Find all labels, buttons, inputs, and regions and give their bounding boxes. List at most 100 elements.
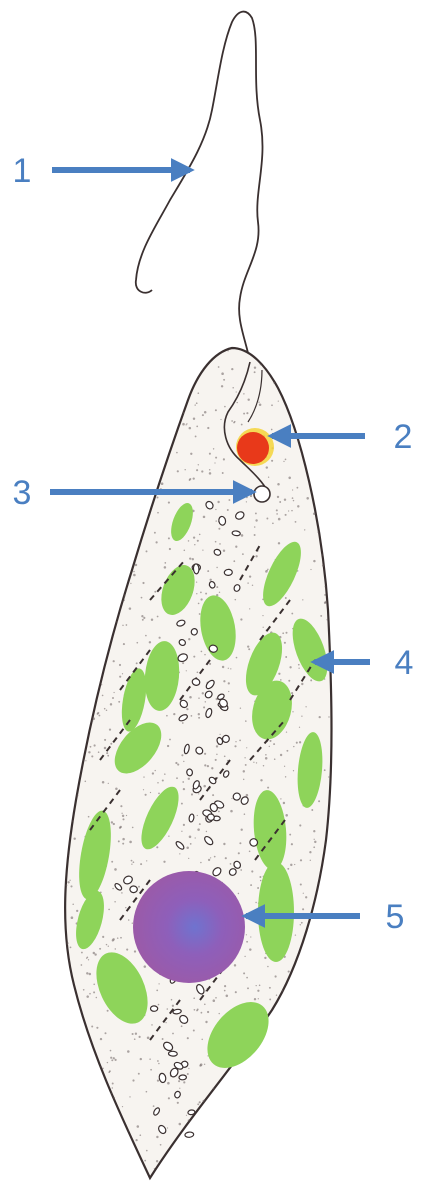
stipple-dot xyxy=(129,1096,130,1097)
stipple-dot xyxy=(235,546,237,548)
stipple-dot xyxy=(221,372,224,375)
stipple-dot xyxy=(259,404,262,407)
stipple-dot xyxy=(208,1126,209,1127)
stipple-dot xyxy=(67,707,69,709)
stipple-dot xyxy=(124,416,125,417)
stipple-dot xyxy=(290,403,292,405)
stipple-dot xyxy=(105,429,106,430)
stipple-dot xyxy=(292,497,294,499)
label-1: 1 xyxy=(2,154,42,188)
stipple-dot xyxy=(85,517,87,519)
stipple-dot xyxy=(239,740,241,742)
stipple-dot xyxy=(105,1032,107,1034)
stipple-dot xyxy=(215,509,216,510)
stipple-dot xyxy=(139,1036,141,1038)
stipple-dot xyxy=(69,1057,71,1059)
stipple-dot xyxy=(78,407,80,409)
stipple-dot xyxy=(100,1038,102,1040)
stipple-dot xyxy=(113,610,114,611)
stipple-dot xyxy=(295,1085,297,1087)
stipple-dot xyxy=(109,351,110,352)
stipple-dot xyxy=(124,447,126,449)
stipple-dot xyxy=(162,1038,164,1040)
stipple-dot xyxy=(67,652,69,654)
stipple-dot xyxy=(104,473,106,475)
stipple-dot xyxy=(183,761,184,762)
stipple-dot xyxy=(264,957,266,959)
stipple-dot xyxy=(151,352,153,354)
stipple-dot xyxy=(135,1033,137,1035)
stipple-dot xyxy=(300,859,302,861)
stipple-dot xyxy=(333,654,335,656)
stipple-dot xyxy=(301,716,302,717)
stipple-dot xyxy=(243,393,244,394)
stipple-dot xyxy=(97,1091,99,1093)
stipple-dot xyxy=(59,610,61,612)
stipple-dot xyxy=(67,501,69,503)
stipple-dot xyxy=(298,668,299,669)
stipple-dot xyxy=(108,946,109,947)
stipple-dot xyxy=(89,1136,90,1137)
stipple-dot xyxy=(89,973,92,976)
stipple-dot xyxy=(207,765,209,767)
stipple-dot xyxy=(146,1091,148,1093)
stipple-dot xyxy=(93,607,95,609)
stipple-dot xyxy=(197,815,198,816)
stipple-dot xyxy=(130,432,131,433)
stipple-dot xyxy=(96,594,98,596)
nucleus xyxy=(133,871,245,983)
stipple-dot xyxy=(210,1119,212,1121)
stipple-dot xyxy=(234,964,236,966)
stipple-dot xyxy=(208,859,210,861)
stipple-dot xyxy=(249,608,250,609)
stipple-dot xyxy=(126,949,128,951)
stipple-dot xyxy=(204,1123,205,1124)
stipple-dot xyxy=(223,379,225,381)
stipple-dot xyxy=(198,713,200,715)
stipple-dot xyxy=(302,599,303,600)
stipple-dot xyxy=(143,617,145,619)
stipple-dot xyxy=(168,502,170,504)
stipple-dot xyxy=(103,590,105,592)
stipple-dot xyxy=(302,1095,304,1097)
stipple-dot xyxy=(107,1062,108,1063)
stipple-dot xyxy=(259,1075,261,1077)
stipple-dot xyxy=(66,618,68,620)
stipple-dot xyxy=(216,1178,218,1180)
stipple-dot xyxy=(277,483,280,486)
stipple-dot xyxy=(110,1057,112,1059)
stipple-dot xyxy=(328,776,329,777)
stipple-dot xyxy=(207,570,209,572)
stipple-dot xyxy=(218,528,220,530)
stipple-dot xyxy=(93,717,96,720)
stipple-dot xyxy=(321,1055,323,1057)
stipple-dot xyxy=(81,1095,82,1096)
stipple-dot xyxy=(295,934,296,935)
stipple-dot xyxy=(300,924,301,925)
stipple-dot xyxy=(177,1102,179,1104)
stipple-dot xyxy=(166,715,168,717)
stipple-dot xyxy=(298,1103,300,1105)
stipple-dot xyxy=(283,1108,285,1110)
stipple-dot xyxy=(255,512,257,514)
stipple-dot xyxy=(207,1011,209,1013)
paramylon-granule xyxy=(186,769,193,777)
stipple-dot xyxy=(313,355,315,357)
stipple-dot xyxy=(196,402,198,404)
stipple-dot xyxy=(230,863,232,865)
stipple-dot xyxy=(230,668,231,669)
stipple-dot xyxy=(132,1033,134,1035)
stipple-dot xyxy=(267,1105,269,1107)
stipple-dot xyxy=(293,746,294,747)
stipple-dot xyxy=(228,499,230,501)
stipple-dot xyxy=(218,811,220,813)
stipple-dot xyxy=(294,864,295,865)
stipple-dot xyxy=(324,1098,326,1100)
stipple-dot xyxy=(324,769,326,771)
stipple-dot xyxy=(106,578,108,580)
stipple-dot xyxy=(200,592,202,594)
stipple-dot xyxy=(257,1162,258,1163)
stipple-dot xyxy=(159,413,161,415)
stipple-dot xyxy=(328,1081,331,1084)
stipple-dot xyxy=(139,1134,141,1136)
